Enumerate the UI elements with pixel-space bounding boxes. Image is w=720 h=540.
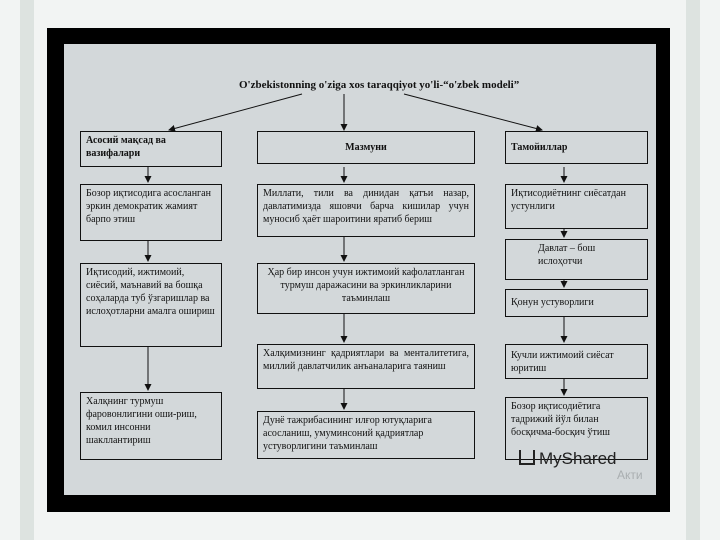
middle-item-2: Ҳар бир инсон учун ижтимоий кафолатланга… <box>257 263 475 314</box>
background-stripe <box>20 0 34 540</box>
middle-item-1: Миллати, тили ва динидан қатъи назар, да… <box>257 184 475 237</box>
middle-item-4: Дунё тажрибасининг илғор ютуқларига асос… <box>257 411 475 459</box>
myshared-watermark: MyShared <box>519 449 616 469</box>
left-item-1: Бозор иқтисодига асосланган эркин демокр… <box>80 184 222 241</box>
header-right: Тамойиллар <box>505 131 648 164</box>
right-item-3: Қонун устуворлиги <box>505 289 648 317</box>
left-item-3: Халқнинг турмуш фаровонлигини оши-риш, к… <box>80 392 222 460</box>
background-stripe <box>686 0 700 540</box>
header-middle: Мазмуни <box>257 131 475 164</box>
presentation-icon <box>519 450 535 465</box>
right-item-2: Давлат – бош ислоҳотчи <box>505 239 648 280</box>
left-item-2: Иқтисодий, ижтимоий, сиёсий, маънавий ва… <box>80 263 222 347</box>
activation-watermark: Акти <box>617 468 643 482</box>
diagram-title: O'zbekistonning o'ziga xos taraqqiyot yo… <box>239 79 520 91</box>
right-item-4: Кучли ижтимоий сиёсат юритиш <box>505 344 648 379</box>
right-item-1: Иқтисодиётнинг сиёсатдан устунлиги <box>505 184 648 229</box>
header-left: Асосий мақсад ва вазифалари <box>80 131 222 167</box>
middle-item-3: Халқимизнинг қадриятлари ва менталитетиг… <box>257 344 475 389</box>
myshared-label: MyShared <box>539 449 617 468</box>
arrow-title-to-right <box>403 93 543 132</box>
slide: O'zbekistonning o'ziga xos taraqqiyot yo… <box>64 44 656 495</box>
arrow-title-to-left <box>168 93 303 132</box>
right-item-5: Бозор иқтисодиётига тадрижий йўл билан б… <box>505 397 648 460</box>
connector-lines <box>144 93 568 410</box>
